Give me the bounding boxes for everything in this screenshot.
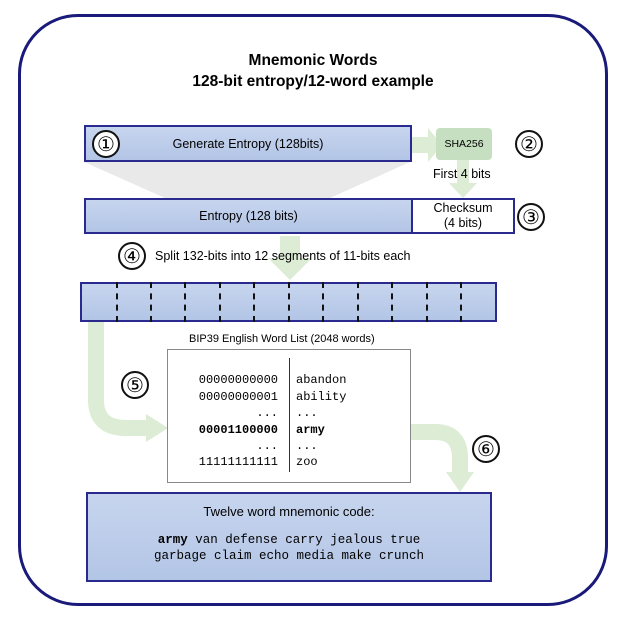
wordlist-word: abandon [296,373,347,387]
wordlist-word-highlight: army [296,423,325,437]
segment-divider [391,282,393,322]
step2-marker: ② [515,130,543,158]
wordlist-table: 00000000000 abandon 00000000001 ability … [167,349,411,483]
arrow-first-bits [449,183,477,198]
wordlist-word: ... [296,406,318,420]
step5-marker: ⑤ [121,371,149,399]
wordlist-word: zoo [296,455,318,469]
funnel-shape [84,162,410,198]
step3-marker: ③ [517,203,545,231]
wordlist-bits: 00000000000 [198,373,278,387]
segment-divider [426,282,428,322]
sha256-box: SHA256 [436,128,492,160]
step6-marker: ⑥ [472,435,500,463]
segment-divider [322,282,324,322]
title-line2: 128-bit entropy/12-word example [192,73,434,90]
generate-entropy-box: Generate Entropy (128bits) [84,125,412,162]
title-line1: Mnemonic Words [248,52,378,69]
split-label: Split 132-bits into 12 segments of 11-bi… [155,249,411,263]
wordlist-word: ability [296,390,347,404]
arrow-to-wordlist [88,322,150,436]
segment-divider [253,282,255,322]
segment-divider [219,282,221,322]
mnemonic-first-word: army [157,533,188,547]
mnemonic-line1: army van defense carry jealous true [88,532,490,548]
wordlist-bits-highlight: 00001100000 [198,423,278,437]
entropy-label: Entropy (128 bits) [199,209,298,223]
mnemonic-line1-rest: van defense carry jealous true [187,533,421,547]
segment-divider [460,282,462,322]
mnemonic-box: Twelve word mnemonic code: army van defe… [86,492,492,582]
arrow-to-sha [410,128,442,162]
segment-divider [357,282,359,322]
arrow-to-mnemonic [411,424,468,474]
segment-divider [150,282,152,322]
wordlist-word: ... [296,439,318,453]
segment-divider [184,282,186,322]
entropy-box: Entropy (128 bits) [84,198,413,234]
checksum-label-line2: (4 bits) [443,216,483,230]
step4-marker: ④ [118,242,146,270]
arrow-to-segments [268,258,312,280]
outer-frame [18,14,608,606]
step1-marker: ① [92,130,120,158]
generate-entropy-label: Generate Entropy (128bits) [172,136,324,151]
wordlist-bits: ... [256,406,278,420]
first-bits-label: First 4 bits [433,167,491,181]
wordlist-bits: ... [256,439,278,453]
wordlist-bits: 11111111111 [198,455,278,469]
wordlist-bits: 00000000001 [198,390,278,404]
mnemonic-title: Twelve word mnemonic code: [203,504,375,519]
checksum-label-line1: Checksum [433,201,493,215]
wordlist-divider [289,358,290,472]
mnemonic-line2: garbage claim echo media make crunch [153,549,425,563]
wordlist-caption: BIP39 English Word List (2048 words) [189,333,375,345]
checksum-box: Checksum (4 bits) [411,198,515,234]
segment-divider [116,282,118,322]
segment-divider [288,282,290,322]
